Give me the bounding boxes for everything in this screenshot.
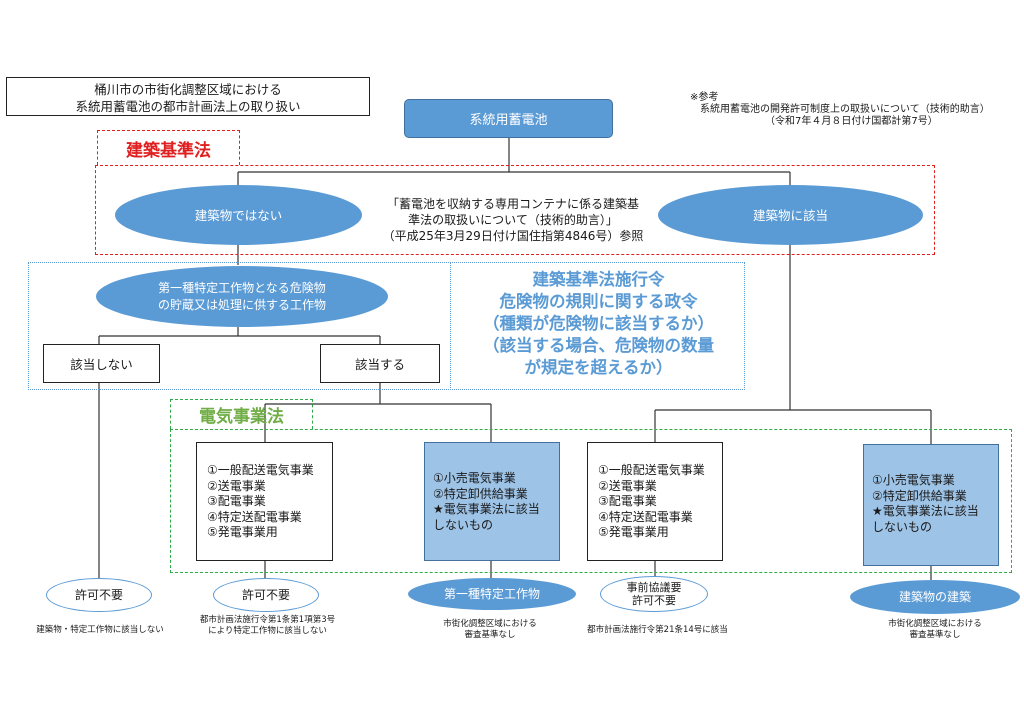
hazard-node-line-2: の貯蔵又は処理に供する工作物 [157,297,326,312]
list-item: ②送電事業 [598,478,657,493]
result-note-3: 市街化調整区域における 審査基準なし [430,619,550,641]
hazard-section [28,262,745,390]
order-line-3: （種類が危険物に該当するか） [483,314,714,333]
hazard-order-box [450,262,745,390]
list-item: ④特定送配電事業 [598,509,693,524]
result-type1-structure: 第一種特定工作物 [408,578,576,610]
list-item: ②特定卸供給事業 [872,488,967,503]
building-standards-label: 建築基準法 [97,130,240,165]
result-note-2-line-2: により特定工作物に該当しない [208,626,327,636]
electric-business-list-left: ①一般配送電気事業 ②送電事業 ③配電事業 ④特定送配電事業 ⑤発電事業用 [196,442,333,561]
list-item: ④特定送配電事業 [207,509,302,524]
reference-line-3: （平成25年3月29日付け国住指第4846号）参照 [382,229,644,243]
title-line-1: 桶川市の市街化調整区域における [94,82,282,97]
result-no-permit-1: 許可不要 [46,578,152,612]
hazard-order-text: 建築基準法施行令 危険物の規則に関する政令 （種類が危険物に該当するか） （該当… [455,269,742,379]
electric-business-list-right: ①一般配送電気事業 ②送電事業 ③配電事業 ④特定送配電事業 ⑤発電事業用 [587,442,723,561]
list-item: しないもの [433,517,494,532]
result-note-3-line-1: 市街化調整区域における [443,619,537,629]
reference-line-1: 「蓄電池を収納する専用コンテナに係る建築基 [386,197,639,211]
applicable-node: 該当する [320,344,440,383]
list-item: ③配電事業 [207,494,266,508]
result-note-3-line-2: 審査基準なし [464,630,516,640]
list-item: ①一般配送電気事業 [207,463,314,477]
result-prior-consultation: 事前協議要 許可不要 [600,576,708,612]
order-line-2: 危険物の規則に関する政令 [499,292,698,311]
order-line-1: 建築基準法施行令 [532,270,665,289]
order-line-4: （該当する場合、危険物の数量 [483,336,714,355]
list-item: ②特定卸供給事業 [433,486,528,501]
reference-line-2: 準法の取扱いについて（技術的助言）」 [408,213,618,227]
electricity-law-section [170,429,1012,573]
reference-note: ※参考 系統用蓄電池の開発許可制度上の取扱いについて（技術的助言） （令和7年４… [690,92,1010,128]
building-standards-reference: 「蓄電池を収納する専用コンテナに係る建築基 準法の取扱いについて（技術的助言）」… [365,196,661,244]
list-item: しないもの [872,519,933,534]
reference-note-line-1: ※参考 [690,92,719,103]
list-item: ①小売電気事業 [433,471,516,485]
electricity-law-label: 電気事業法 [170,399,313,429]
list-item: ⑤発電事業用 [598,525,669,539]
not-applicable-node: 該当しない [43,344,160,383]
result-note-1: 建築物・特定工作物に該当しない [36,625,164,635]
retail-business-list-right: ①小売電気事業 ②特定卸供給事業 ★電気事業法に該当 しないもの [863,444,999,566]
result-no-permit-2: 許可不要 [213,578,319,612]
list-item: ⑤発電事業用 [207,525,278,539]
reference-note-line-2: 系統用蓄電池の開発許可制度上の取扱いについて（技術的助言） [700,104,990,115]
list-item: ②送電事業 [207,478,266,493]
building-standards-section [95,165,935,255]
list-item: ★電気事業法に該当 [872,504,979,518]
is-building-node: 建築物に該当 [658,185,923,245]
list-item: ①一般配送電気事業 [598,463,705,477]
root-node: 系統用蓄電池 [404,99,613,138]
order-line-5: が規定を超えるか） [524,358,673,377]
list-item: ★電気事業法に該当 [433,502,540,516]
hazard-facility-node: 第一種特定工作物となる危険物 の貯蔵又は処理に供する工作物 [96,266,388,327]
list-item: ③配電事業 [598,494,657,508]
page-title: 桶川市の市街化調整区域における 系統用蓄電池の都市計画法上の取り扱い [6,77,370,116]
hazard-node-line-1: 第一種特定工作物となる危険物 [158,280,326,295]
result-note-2: 都市計画法施行令第1条第1項第3号 により特定工作物に該当しない [185,615,350,637]
retail-business-list-left: ①小売電気事業 ②特定卸供給事業 ★電気事業法に該当 しないもの [424,442,560,561]
result-note-5: 市街化調整区域における 審査基準なし [875,619,995,641]
result-note-4: 都市計画法施行令第21条14号に該当 [587,625,728,635]
result-note-2-line-1: 都市計画法施行令第1条第1項第3号 [199,615,336,625]
result-note-5-line-2: 審査基準なし [909,630,961,640]
result-4-line-1: 事前協議要 [626,581,682,594]
title-line-2: 系統用蓄電池の都市計画法上の取り扱い [75,99,301,114]
reference-note-line-3: （令和7年４月８日付け国都計第7号） [765,116,938,127]
result-4-line-2: 許可不要 [632,594,676,607]
result-building-construction: 建築物の建築 [850,580,1020,614]
result-note-5-line-1: 市街化調整区域における [888,619,982,629]
list-item: ①小売電気事業 [872,473,955,487]
not-building-node: 建築物ではない [115,185,362,245]
